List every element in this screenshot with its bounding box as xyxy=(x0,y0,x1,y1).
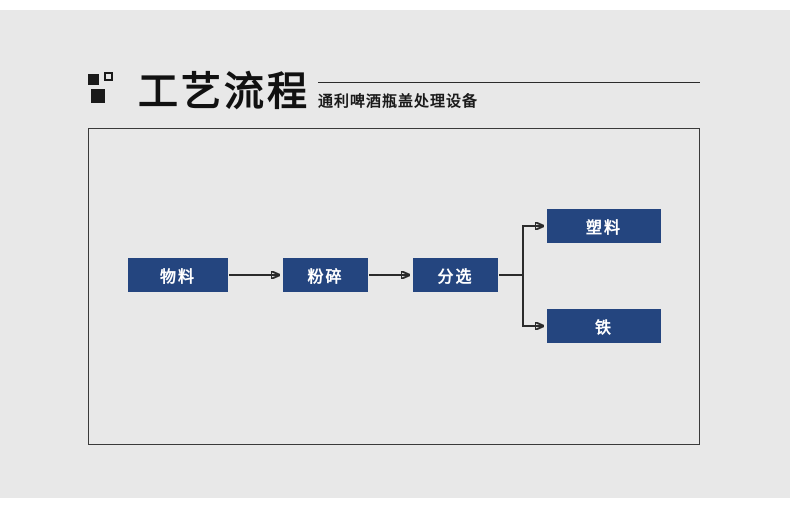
square-filled-large-icon xyxy=(91,89,105,103)
flow-node-material: 物料 xyxy=(128,258,228,292)
diagram-frame xyxy=(88,128,700,445)
page-subtitle: 通利啤酒瓶盖处理设备 xyxy=(318,93,479,110)
squares-decoration-icon xyxy=(88,72,124,106)
flow-node-sort: 分选 xyxy=(413,258,498,292)
header-divider xyxy=(318,82,700,83)
background-panel: 工艺流程 通利啤酒瓶盖处理设备 物料 粉碎 分选 塑料 铁 xyxy=(0,10,790,498)
flow-node-crush: 粉碎 xyxy=(283,258,368,292)
flow-node-iron: 铁 xyxy=(547,309,661,343)
flow-node-plastic: 塑料 xyxy=(547,209,661,243)
page-title: 工艺流程 xyxy=(138,70,310,114)
square-outline-icon xyxy=(104,72,113,81)
square-filled-icon xyxy=(88,74,99,85)
